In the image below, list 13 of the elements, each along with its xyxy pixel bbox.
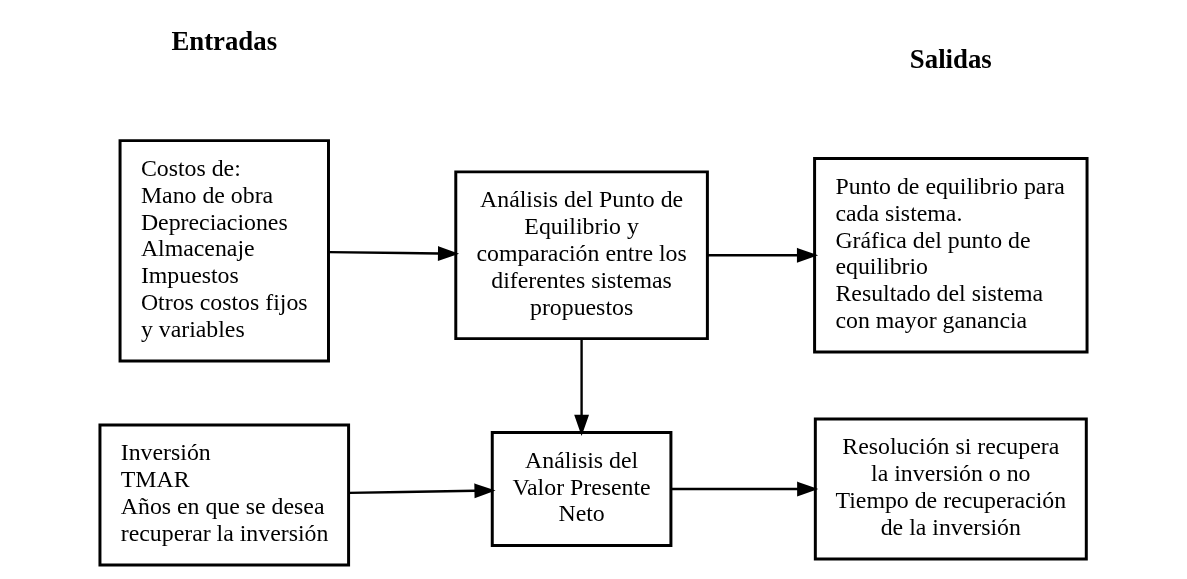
node-box: Costos de: Mano de obra Depreciaciones Almacenaje Impuestos Otros costos fijos y variables bbox=[118, 139, 330, 363]
arrow bbox=[574, 339, 589, 436]
arrow bbox=[348, 483, 496, 499]
node-box: Análisis del Punto de Equilibrio y comparación entre los diferentes sistemas propuestos bbox=[454, 170, 709, 341]
node-box: Punto de equilibrio para cada sistema. Gráfica del punto de equilibrio Resultado del sistema con mayor ganancia bbox=[813, 157, 1089, 354]
arrow bbox=[707, 247, 819, 263]
arrow bbox=[328, 246, 460, 261]
node-box: Análisis del Valor Presente Neto bbox=[490, 430, 673, 548]
label: Salidas bbox=[909, 44, 992, 75]
node-box: Resolución si recupera la inversión o no Tiempo de recuperación de la inversión bbox=[813, 417, 1088, 561]
arrow bbox=[671, 481, 819, 497]
node-box: Inversión TMAR Años en que se desea recuperar la inversión bbox=[98, 423, 351, 567]
label: Entradas bbox=[171, 26, 278, 57]
